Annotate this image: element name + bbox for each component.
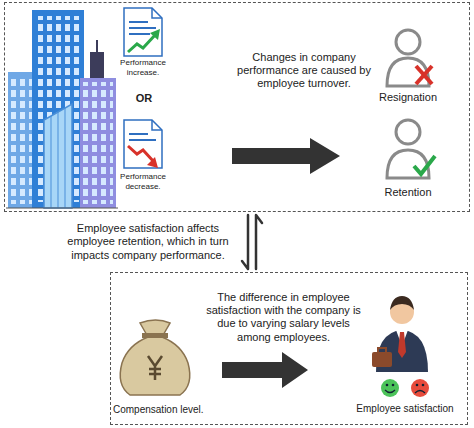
- small-arrow: [222, 352, 308, 388]
- report-increase-icon: [124, 8, 162, 56]
- retention-person-icon: [387, 120, 435, 178]
- dashed-group-box: The difference in employee satisfaction …: [110, 272, 468, 425]
- group-caption: The difference in employee satisfaction …: [201, 291, 366, 344]
- report-decrease-icon: [124, 120, 162, 168]
- employee-icon: [372, 296, 428, 372]
- resignation-person-icon: [387, 30, 432, 86]
- icon-label: OR: [129, 92, 159, 105]
- double-harpoon-connector: [242, 215, 262, 269]
- icon-label: Performance decrease.: [114, 172, 172, 191]
- icon-label: Performance increase.: [114, 58, 172, 77]
- icon-label: Resignation: [368, 91, 448, 104]
- money-bag-icon: [120, 320, 190, 395]
- happy-face-icon: [381, 379, 399, 397]
- connector-label: Employee satisfaction affects employee r…: [58, 222, 238, 262]
- icon-label: Compensation level.: [113, 404, 225, 416]
- buildings: [6, 10, 118, 208]
- sad-face-icon: [411, 379, 429, 397]
- icon-label: Employee satisfaction: [344, 403, 466, 415]
- dashed-group-box: Changes in company performance are cause…: [4, 2, 470, 212]
- icon-label: Retention: [368, 186, 448, 199]
- harpoon-stroke: [256, 215, 262, 269]
- big-arrow: [232, 138, 340, 174]
- group-caption: Changes in company performance are cause…: [229, 51, 379, 91]
- harpoon-stroke: [242, 215, 248, 269]
